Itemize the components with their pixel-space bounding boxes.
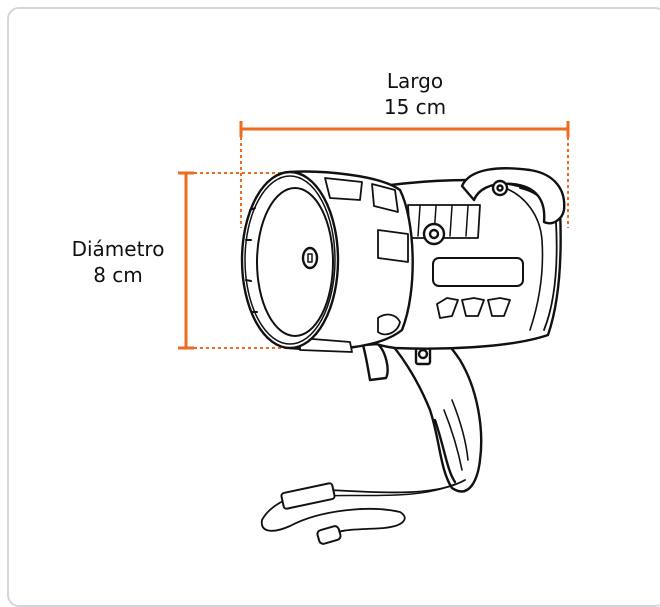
length-dimension — [239, 121, 570, 228]
diameter-value: 8 cm — [93, 263, 143, 287]
diameter-title: Diámetro — [71, 237, 165, 261]
length-label: Largo 15 cm — [355, 68, 475, 120]
diameter-label: Diámetro 8 cm — [58, 236, 178, 288]
product-diagram — [178, 121, 570, 545]
length-title: Largo — [386, 69, 444, 93]
diameter-dimension — [178, 171, 290, 350]
spotlight-icon — [240, 167, 566, 545]
length-value: 15 cm — [383, 95, 447, 119]
